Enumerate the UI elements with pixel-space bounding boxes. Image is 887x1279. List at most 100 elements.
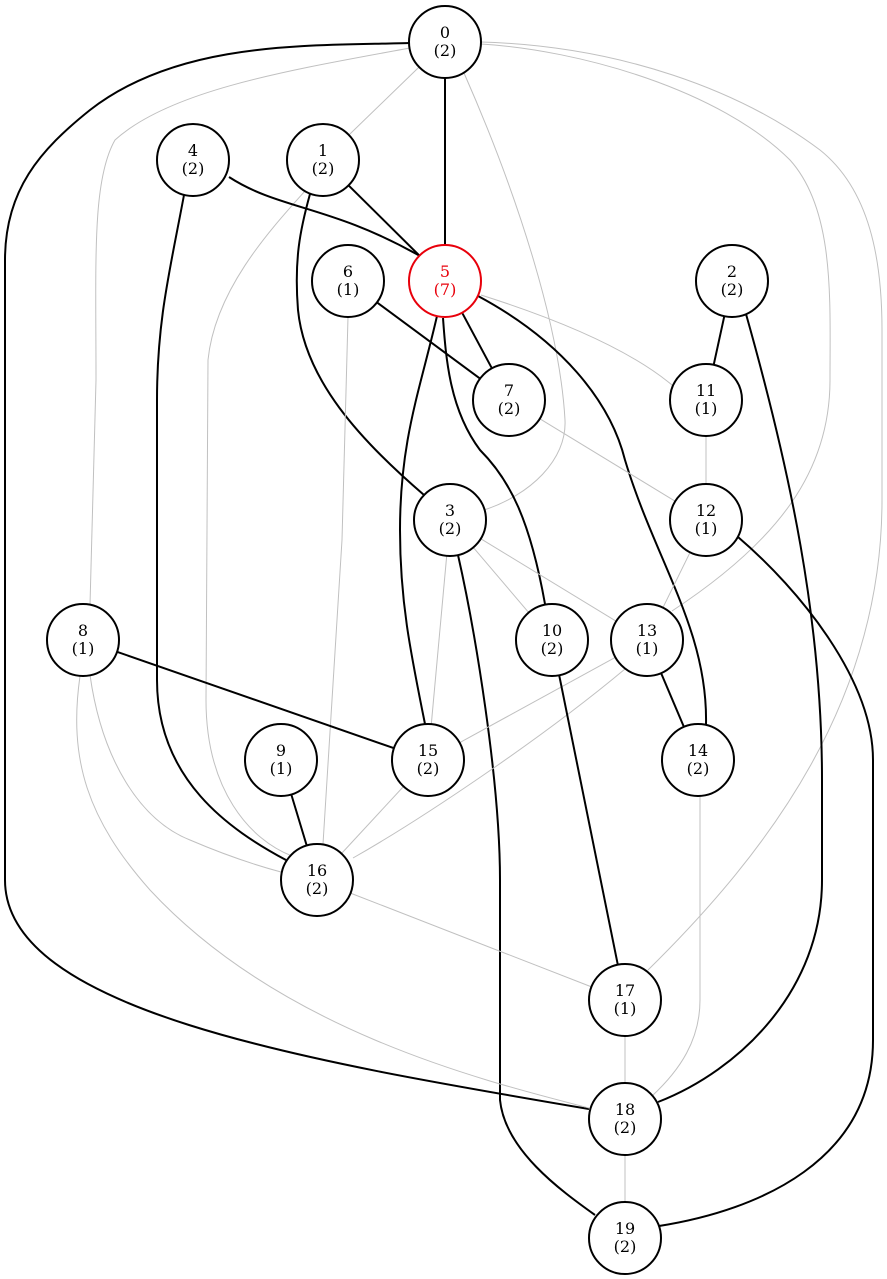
node-circle [286, 123, 360, 197]
node-7[interactable]: 7(2) [472, 363, 546, 437]
edge-3-15 [430, 555, 448, 725]
node-4[interactable]: 4(2) [156, 123, 230, 197]
node-11[interactable]: 11(1) [669, 363, 743, 437]
node-layer: 0(2)1(2)2(2)3(2)4(2)5(7)6(1)7(2)8(1)9(1)… [46, 5, 769, 1275]
edge-14-18 [651, 796, 701, 1097]
edge-12-13 [662, 552, 691, 608]
edge-5-10 [442, 317, 546, 605]
node-12[interactable]: 12(1) [669, 483, 743, 557]
node-6[interactable]: 6(1) [311, 244, 385, 318]
node-count-label: (2) [439, 519, 462, 538]
edge-4-5 [228, 176, 421, 257]
edge-5-11 [480, 294, 673, 386]
node-count-label: (2) [614, 1237, 637, 1256]
edge-0-8 [89, 47, 411, 606]
node-circle [311, 244, 385, 318]
node-id-label: 3 [445, 501, 455, 520]
node-circle [588, 963, 662, 1037]
edge-0-13 [480, 43, 831, 612]
node-id-label: 19 [615, 1219, 635, 1238]
edge-1-16 [205, 190, 306, 857]
node-16[interactable]: 16(2) [280, 843, 354, 917]
node-id-label: 13 [637, 621, 657, 640]
node-3[interactable]: 3(2) [413, 483, 487, 557]
node-circle [669, 483, 743, 557]
node-id-label: 14 [688, 741, 708, 760]
node-5[interactable]: 5(7) [408, 244, 482, 318]
node-id-label: 9 [276, 741, 286, 760]
node-circle [695, 244, 769, 318]
node-circle [280, 843, 354, 917]
node-id-label: 18 [615, 1100, 635, 1119]
edge-0-18 [4, 42, 590, 1110]
edge-3-10 [472, 547, 530, 613]
node-circle [588, 1082, 662, 1156]
node-count-label: (2) [541, 639, 564, 658]
node-1[interactable]: 1(2) [286, 123, 360, 197]
edge-5-15 [398, 315, 438, 725]
node-id-label: 15 [418, 741, 438, 760]
edge-13-15 [459, 656, 616, 744]
node-count-label: (2) [182, 159, 205, 178]
node-id-label: 8 [78, 621, 88, 640]
edge-7-12 [539, 418, 676, 502]
edge-0-1 [348, 66, 420, 136]
node-count-label: (7) [434, 280, 457, 299]
edge-2-18 [657, 313, 823, 1103]
edge-8-18 [76, 675, 590, 1109]
node-10[interactable]: 10(2) [515, 603, 589, 677]
node-id-label: 5 [440, 262, 450, 281]
node-id-label: 1 [318, 141, 328, 160]
node-id-label: 12 [696, 501, 716, 520]
edge-8-15 [116, 650, 395, 750]
node-17[interactable]: 17(1) [588, 963, 662, 1037]
node-9[interactable]: 9(1) [244, 723, 318, 797]
edge-3-19 [457, 554, 596, 1216]
edge-5-7 [461, 312, 493, 369]
node-id-label: 6 [343, 262, 353, 281]
node-count-label: (2) [312, 159, 335, 178]
edge-2-11 [712, 315, 726, 366]
node-circle [391, 723, 465, 797]
node-circle [661, 723, 735, 797]
edge-0-3 [463, 72, 566, 511]
node-count-label: (2) [434, 41, 457, 60]
node-count-label: (1) [695, 519, 718, 538]
node-count-label: (1) [695, 399, 718, 418]
node-circle [46, 603, 120, 677]
node-count-label: (1) [337, 280, 360, 299]
node-14[interactable]: 14(2) [661, 723, 735, 797]
node-count-label: (1) [72, 639, 95, 658]
node-0[interactable]: 0(2) [408, 5, 482, 79]
node-id-label: 2 [727, 262, 737, 281]
node-circle [156, 123, 230, 197]
node-count-label: (2) [306, 879, 329, 898]
node-id-label: 16 [307, 861, 327, 880]
node-19[interactable]: 19(2) [588, 1201, 662, 1275]
node-id-label: 0 [440, 23, 450, 42]
node-circle [413, 483, 487, 557]
edge-layer [4, 41, 883, 1227]
node-circle [610, 603, 684, 677]
node-count-label: (2) [417, 759, 440, 778]
node-18[interactable]: 18(2) [588, 1082, 662, 1156]
node-13[interactable]: 13(1) [610, 603, 684, 677]
node-circle [408, 244, 482, 318]
node-id-label: 7 [504, 381, 514, 400]
node-id-label: 10 [542, 621, 562, 640]
edge-4-16 [156, 194, 287, 861]
node-8[interactable]: 8(1) [46, 603, 120, 677]
edge-5-14 [477, 295, 708, 725]
node-15[interactable]: 15(2) [391, 723, 465, 797]
edge-1-3 [295, 193, 425, 496]
node-count-label: (2) [614, 1118, 637, 1137]
edge-10-17 [558, 675, 619, 965]
edge-15-16 [341, 786, 404, 854]
node-circle [515, 603, 589, 677]
edge-13-14 [660, 672, 685, 728]
edge-13-16 [352, 668, 626, 859]
edge-6-16 [322, 316, 349, 845]
node-2[interactable]: 2(2) [695, 244, 769, 318]
node-count-label: (2) [721, 280, 744, 299]
